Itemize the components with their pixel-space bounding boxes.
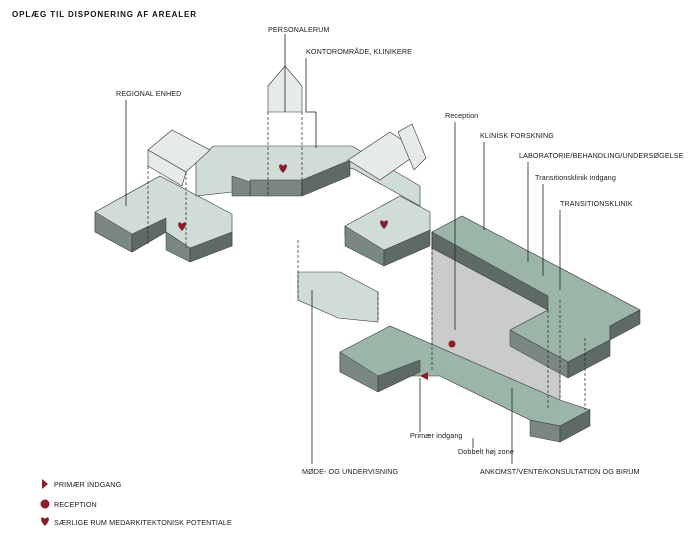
dot-icon xyxy=(40,499,50,509)
roof-right-side xyxy=(397,123,427,171)
leader-lines xyxy=(125,34,586,464)
label-dobbelt-hoej-zone: Dobbelt høj zone xyxy=(458,447,514,456)
slab-side xyxy=(377,359,421,393)
label-kontoromraade: KONTOROMRÅDE, KLINIKERE xyxy=(306,47,412,56)
legend: PRIMÆR INDGANG RECEPTION SÆRLIGE RUM MED… xyxy=(40,479,232,527)
label-primaer-indgang: Primær indgang xyxy=(410,431,463,440)
slab-side xyxy=(383,229,431,267)
slab-side xyxy=(231,175,251,197)
label-personalerum: PERSONALERUM xyxy=(268,25,330,34)
lower-building xyxy=(297,215,641,443)
label-moede-undervisning: MØDE- OG UNDERVISNING xyxy=(302,467,399,476)
label-klinisk-forskning: KLINISK FORSKNING xyxy=(480,131,554,140)
legend-label: SÆRLIGE RUM MEDARKITEKTONISK POTENTIALE xyxy=(54,518,232,527)
label-ankomst: ANKOMST/VENTE/KONSULTATION OG BIRUM xyxy=(480,467,640,476)
heart-icon xyxy=(279,164,287,173)
moede-slab xyxy=(297,271,379,323)
slab-side xyxy=(189,231,233,263)
slab-side xyxy=(559,409,591,443)
reception-dot xyxy=(448,340,456,348)
legend-label: RECEPTION xyxy=(54,500,97,509)
label-reception: Reception xyxy=(445,111,478,120)
heart-icon xyxy=(41,517,49,526)
labels: PERSONALERUM KONTOROMRÅDE, KLINIKERE REG… xyxy=(116,25,684,476)
label-transitionsklinik-indgang: Transitionsklinik indgang xyxy=(535,173,616,182)
heart-icon xyxy=(380,220,388,229)
entrance-triangle-icon xyxy=(420,372,428,380)
triangle-icon xyxy=(42,479,48,489)
legend-label: PRIMÆR INDGANG xyxy=(54,480,122,489)
label-regional-enhed: REGIONAL ENHED xyxy=(116,89,181,98)
label-laboratorie: LABORATORIE/BEHANDLING/UNDERSØGELSE xyxy=(519,151,684,160)
roof-left-side xyxy=(147,149,187,187)
slab-side xyxy=(301,159,351,197)
label-transitionsklinik: TRANSITIONSKLINIK xyxy=(560,199,633,208)
heart-icon xyxy=(178,222,186,231)
upper-building xyxy=(94,65,431,267)
slab-side xyxy=(609,309,641,341)
page-title: OPLÆG TIL DISPONERING AF AREALER xyxy=(12,10,197,19)
slab-side xyxy=(249,179,303,197)
slab-side xyxy=(567,339,611,379)
